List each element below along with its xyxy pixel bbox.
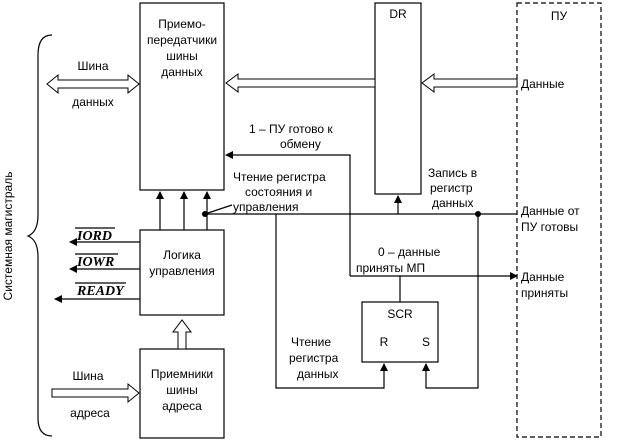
ready-label: READY [76,284,125,299]
dr-to-transceivers-arrow [225,73,376,93]
address-receivers-line-3: адреса [162,399,202,413]
pu-data-accepted-line-1: Данные [521,270,565,284]
mp-accepted-line-1: 0 – данные [378,245,441,259]
data-bus-arrow [46,73,140,95]
transceivers-line-4: данных [161,65,203,79]
iowr-label: IOWR [76,255,114,270]
iord-label: IORD [76,229,112,244]
pu-ready-status-line [225,151,351,276]
scr-label: SCR [387,307,413,321]
write-reg-line-3: данных [432,196,474,210]
pu-data-accepted-line-2: приняты [521,286,568,300]
mp-accepted-line-2: приняты МП [356,261,425,275]
read-data-reg-to-r-line [275,214,388,389]
transceivers-line-3: шины [166,49,198,63]
pu-ready-line-2: обмену [280,137,321,151]
system-bus-brace [26,34,53,437]
pu-data-ready-line-1: Данные от [521,204,580,218]
address-bus-label-bottom: адреса [70,406,110,420]
read-status-line-3: управления [233,200,298,214]
scr-s-label: S [422,335,430,349]
address-receivers-block [139,348,225,439]
control-logic-line-1: Логика [163,248,201,262]
address-receivers-line-1: Приемники [151,367,213,381]
transceivers-block [139,2,225,191]
control-logic-block [139,229,225,316]
data-bus-label-bottom: данных [72,95,114,109]
address-bus-label-top: Шина [72,369,103,383]
transceivers-line-1: Приемо- [158,17,206,31]
dr-label: DR [389,7,407,21]
pu-data-label: Данные [521,77,565,91]
peripheral-device-label: ПУ [551,9,568,23]
scr-r-label: R [380,335,389,349]
pu-ready-line-1: 1 – ПУ готово к [249,122,333,136]
pu-data-to-dr-arrow [421,73,518,93]
dr-register [374,2,422,195]
address-bus-arrow [51,382,140,404]
write-reg-line-2: регистр [430,181,473,195]
peripheral-device-box [516,2,602,438]
transceivers-line-2: передатчики [147,33,217,47]
pu-data-ready-line-2: ПУ готовы [521,220,578,234]
read-data-line-3: данных [297,367,339,381]
read-data-line-1: Чтение [291,335,331,349]
read-status-line-2: состояния и [245,185,312,199]
read-status-line-1: Чтение регистра [233,170,326,184]
data-ready-to-s-line [422,213,517,389]
data-bus-label-top: Шина [77,59,108,73]
control-logic-line-2: управления [149,264,214,278]
system-bus-label: Системная магистраль [1,172,15,301]
write-reg-line-1: Запись в [428,166,477,180]
address-receivers-line-2: шины [166,383,198,397]
read-data-line-2: регистра [289,351,339,365]
receivers-to-logic-arrow [172,319,192,350]
read-status-pointer [204,204,233,215]
